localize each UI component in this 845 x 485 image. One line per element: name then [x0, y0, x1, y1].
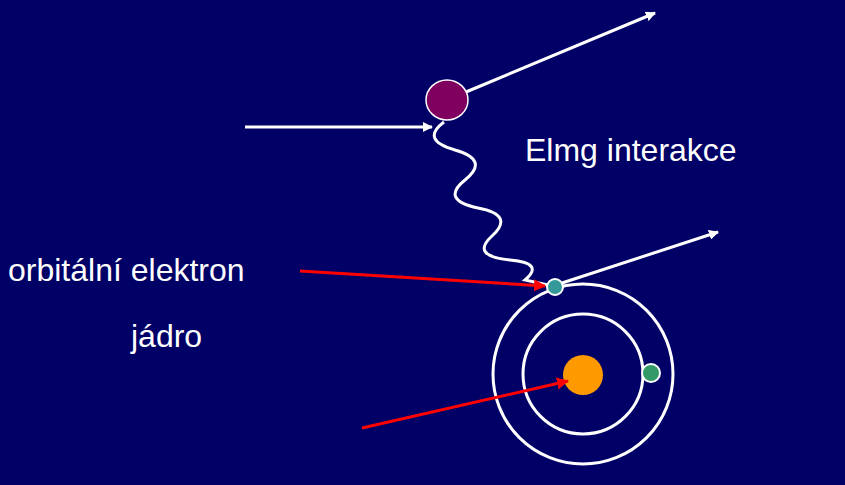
nucleus [563, 355, 603, 395]
electron-label: orbitální elektron [8, 252, 245, 289]
leader-line [362, 381, 568, 428]
incoming-particle [426, 80, 468, 120]
outer-orbit [493, 284, 673, 464]
leader-line [300, 271, 545, 286]
outgoing-track [466, 13, 655, 92]
inner-orbit [523, 314, 643, 434]
incoming-track [245, 126, 432, 129]
inner-electron [642, 364, 660, 382]
orbital-electron [547, 279, 563, 295]
electron-track [562, 232, 718, 283]
interaction-label: Elmg interakce [525, 132, 737, 169]
nucleus-label: jádro [131, 318, 202, 355]
